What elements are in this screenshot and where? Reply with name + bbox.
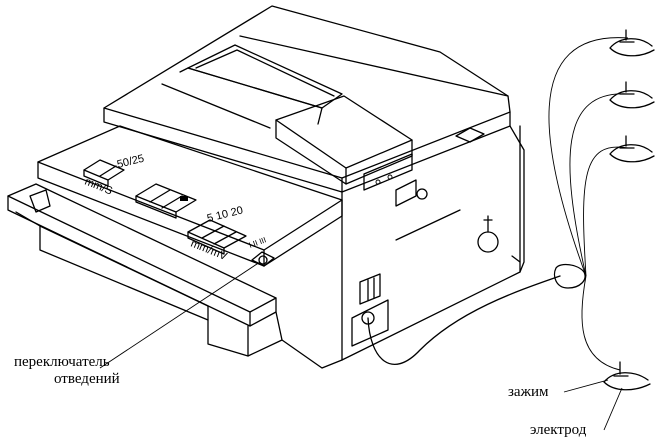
clamp-label: зажим [508, 384, 549, 400]
lead-switch-label-line2: отведений [54, 371, 120, 387]
electrode-cable [367, 37, 629, 371]
limb-electrode-clamps [603, 29, 655, 391]
side-details [351, 153, 499, 347]
electrode-label: электрод [530, 422, 587, 438]
clamp-icon [609, 135, 655, 163]
panel-controls [83, 159, 275, 267]
lead-switch-label: переключатель отведений [14, 354, 120, 388]
speed-values: 50/25 [116, 153, 146, 171]
side-knob-icon [477, 231, 499, 253]
clamp-icon [609, 29, 655, 57]
gain-values: 5 10 20 [206, 204, 245, 225]
leader-lines [99, 261, 623, 431]
clamp-icon [603, 361, 651, 391]
lead-selector-knob-icon [258, 255, 268, 265]
device-body [7, 5, 525, 369]
clamp-icon [609, 81, 655, 109]
lead-switch-label-line1: переключатель [14, 354, 110, 370]
